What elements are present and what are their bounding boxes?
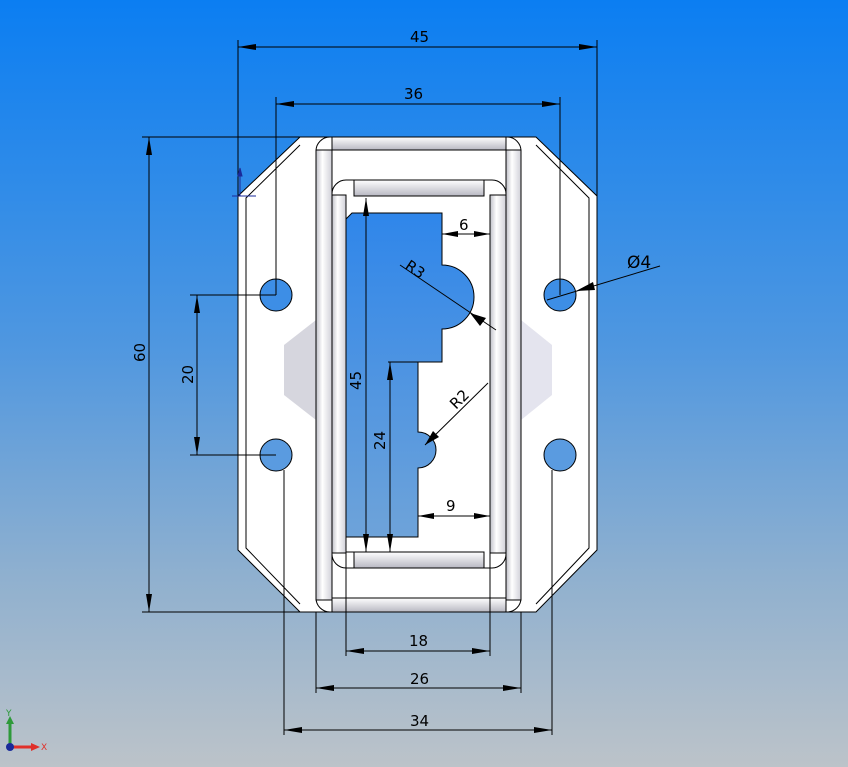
- dimension-hole-diameter[interactable]: Ø4: [546, 253, 661, 301]
- dimension-text: 20: [179, 365, 197, 384]
- dimension-text: 9: [446, 497, 456, 515]
- dimension-overall-width[interactable]: 45: [237, 28, 598, 196]
- dimension-text: 18: [409, 632, 428, 650]
- dimension-lower-slot-height[interactable]: 24: [371, 361, 442, 552]
- dimension-frame-width[interactable]: 26: [315, 612, 522, 693]
- dimension-hole-spacing-y[interactable]: 20: [179, 294, 276, 456]
- x-axis-label: X: [41, 743, 47, 753]
- dimension-slot-height[interactable]: 45: [346, 198, 418, 553]
- dimension-text: 24: [371, 431, 389, 450]
- part-body: [237, 136, 598, 613]
- y-axis-label: Y: [5, 709, 12, 719]
- dimension-base-width[interactable]: 34: [283, 470, 553, 735]
- dimension-text: Ø4: [627, 253, 651, 273]
- origin-marker-icon: [232, 167, 256, 197]
- dimension-overall-height[interactable]: 60: [131, 136, 300, 613]
- mounting-hole: [543, 438, 577, 472]
- dimension-slot-width[interactable]: 18: [345, 540, 491, 656]
- dimension-text: 45: [410, 28, 429, 46]
- dimension-upper-notch-width[interactable]: 6: [442, 216, 490, 237]
- dimension-text: 26: [410, 670, 429, 688]
- dimension-text: 34: [410, 712, 429, 730]
- dimension-text: 36: [404, 85, 423, 103]
- dimension-hole-spacing-x[interactable]: 36: [275, 85, 561, 295]
- dimension-lower-notch-width[interactable]: 9: [418, 497, 490, 519]
- dimension-text: 6: [459, 216, 469, 234]
- dimension-text: 60: [131, 343, 149, 362]
- dimension-text: 45: [347, 371, 365, 390]
- axis-triad-icon: Y X: [5, 709, 47, 753]
